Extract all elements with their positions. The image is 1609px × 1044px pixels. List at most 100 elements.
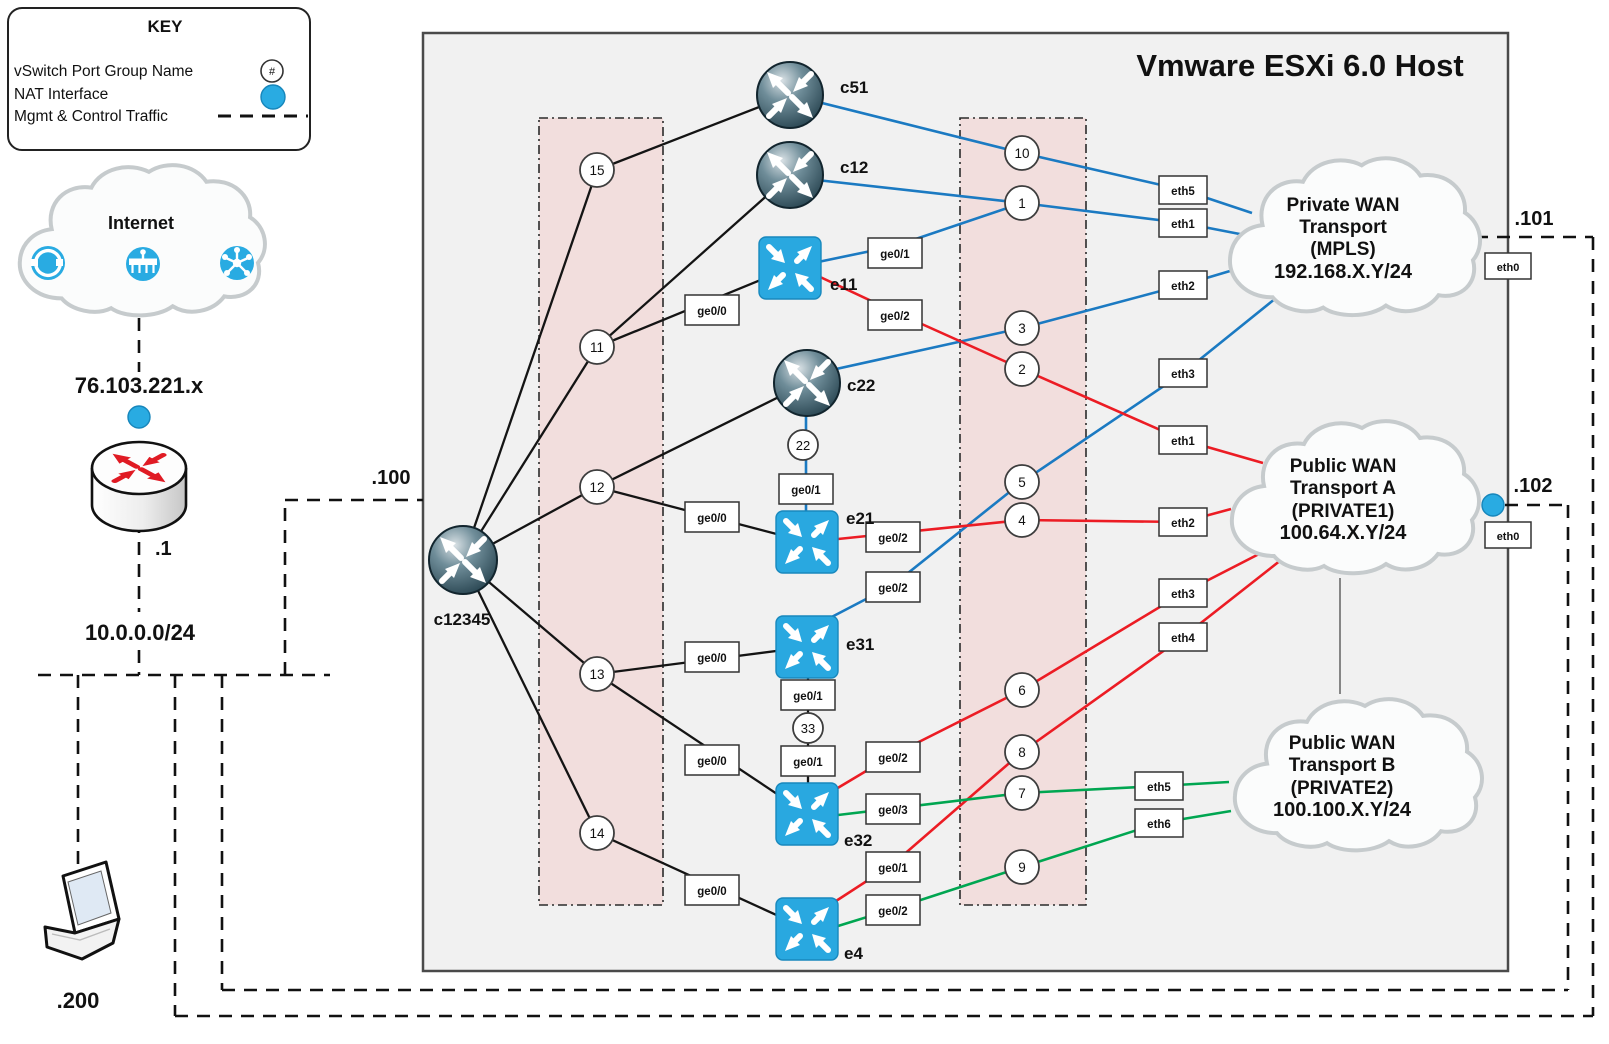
- mgmt-dashed-lines: [38, 235, 1595, 1018]
- link-pg13-e32: [596, 673, 808, 815]
- if-wanA-eth1: eth1: [1171, 436, 1195, 448]
- cloud2-line3: (PRIVATE1): [1292, 501, 1395, 522]
- if-wanA-eth2: eth2: [1171, 518, 1195, 530]
- cloud1-line1: Private WAN: [1287, 195, 1400, 216]
- if-e4-ge00: ge0/0: [697, 886, 726, 898]
- laptop-icon: [43, 860, 121, 961]
- link-pg11-c12: [596, 174, 791, 348]
- wan1-vmk-ip-label: .101: [1515, 208, 1554, 230]
- link-c12345-pg11: [462, 346, 598, 561]
- if-e32-ge02: ge0/2: [878, 753, 907, 765]
- link-pg12-c22: [596, 381, 808, 489]
- private-wan-text: Private WAN Transport (MPLS) 192.168.X.Y…: [1274, 195, 1413, 283]
- pg-1: 1: [1018, 196, 1026, 211]
- esxi-host-title: Vmware ESXi 6.0 Host: [1136, 48, 1463, 83]
- cloud3-line3: (PRIVATE2): [1291, 778, 1394, 799]
- cloud3-line1: Public WAN: [1289, 733, 1396, 754]
- label-e11: e11: [830, 275, 857, 294]
- pg-12: 12: [589, 480, 604, 495]
- nat-interface-icon-home: [127, 405, 151, 429]
- if-e32-ge03: ge0/3: [878, 805, 907, 817]
- link-e32-eth5b: [837, 780, 1230, 817]
- if-e31-ge00: ge0/0: [697, 653, 726, 665]
- key-box: [7, 7, 311, 151]
- if-e11-ge02: ge0/2: [880, 311, 909, 323]
- cloud3-line4: 100.100.X.Y/24: [1273, 799, 1412, 821]
- pg-22: 22: [796, 438, 810, 453]
- internet-sync-icon: [31, 246, 65, 280]
- eth-interface-boxes: eth5 eth1 eth2 eth3 eth1 eth2 eth3 eth4 …: [1134, 175, 1532, 838]
- if-mpls-eth1: eth1: [1171, 219, 1195, 231]
- internet-cloud: [17, 163, 267, 318]
- public-ip-label: 76.103.221.x: [75, 373, 204, 398]
- label-c22: c22: [847, 376, 875, 395]
- switch-e4-icon: [775, 897, 839, 961]
- pg-2: 2: [1018, 362, 1026, 377]
- label-e21: e21: [846, 509, 874, 528]
- label-e32: e32: [844, 831, 872, 850]
- router-c12-icon: [756, 141, 824, 209]
- internet-label: Internet: [108, 213, 174, 233]
- pg-4: 4: [1018, 513, 1026, 528]
- if-e31-ge01: ge0/1: [793, 691, 823, 703]
- cloud1-line4: 192.168.X.Y/24: [1274, 261, 1413, 283]
- if-mpls-eth5: eth5: [1171, 186, 1195, 198]
- pg-8: 8: [1018, 745, 1026, 760]
- link-c12345-pg14: [461, 559, 599, 834]
- vswitch-band-left: [538, 117, 664, 906]
- label-c12345: c12345: [434, 610, 491, 629]
- label-e31: e31: [846, 635, 874, 654]
- if-wanB-eth5: eth5: [1147, 782, 1171, 794]
- portgroup-hash: #: [269, 66, 276, 78]
- if-wan2-eth0: eth0: [1497, 531, 1520, 543]
- router-lan-ip-label: .1: [155, 538, 172, 560]
- key-item-nat: NAT Interface: [14, 86, 108, 103]
- key-item-portgroup: vSwitch Port Group Name: [14, 63, 193, 80]
- public-wan-a-text: Public WAN Transport A (PRIVATE1) 100.64…: [1280, 456, 1408, 544]
- if-wanA-eth3: eth3: [1171, 589, 1195, 601]
- if-wan1-eth0: eth0: [1497, 262, 1520, 274]
- if-mpls-eth2: eth2: [1171, 281, 1195, 293]
- if-e32-ge00: ge0/0: [697, 756, 726, 768]
- if-e11-ge00: ge0/0: [697, 306, 726, 318]
- pg-13: 13: [589, 667, 604, 682]
- pg-3: 3: [1018, 321, 1026, 336]
- mgmt-vmk-ip-label: .100: [372, 467, 411, 489]
- pg-10: 10: [1014, 146, 1029, 161]
- link-c12-eth1: [789, 175, 1251, 238]
- if-e4-ge01: ge0/1: [878, 863, 908, 875]
- cloud2-line4: 100.64.X.Y/24: [1280, 522, 1408, 544]
- ge-interface-boxes: ge0/0 ge0/1 ge0/2 ge0/0 ge0/1 ge0/2 ge0/…: [684, 237, 923, 926]
- if-e4-ge02: ge0/2: [878, 906, 907, 918]
- portgroup-symbol-icon: [260, 59, 284, 83]
- link-c51-eth5: [789, 93, 1253, 215]
- pg-14: 14: [589, 826, 605, 841]
- lan-subnet-label: 10.0.0.0/24: [85, 620, 196, 645]
- if-wanB-eth6: eth6: [1147, 819, 1171, 831]
- internet-network-icon: [220, 246, 254, 280]
- label-c12: c12: [840, 158, 868, 177]
- pg-9: 9: [1018, 860, 1026, 875]
- router-c12345-icon: [428, 525, 498, 595]
- link-pg15-c51: [596, 93, 791, 172]
- cloud2-line2: Transport A: [1290, 478, 1396, 499]
- if-e21-ge01: ge0/1: [791, 485, 821, 497]
- switch-e32-icon: [775, 782, 839, 846]
- label-c51: c51: [840, 78, 868, 97]
- pg-11: 11: [590, 340, 604, 355]
- if-e21-ge02: ge0/2: [878, 533, 907, 545]
- label-e4: e4: [844, 944, 863, 963]
- switch-e31-icon: [775, 615, 839, 679]
- switch-e11-icon: [758, 236, 822, 300]
- wan2-vmk-ip-label: .102: [1514, 475, 1553, 497]
- black-links: [461, 93, 810, 931]
- pg-5: 5: [1018, 475, 1026, 490]
- if-e32-ge01: ge0/1: [793, 757, 823, 769]
- router-c22-icon: [773, 349, 841, 417]
- home-router-icon: [90, 440, 188, 533]
- pg-33: 33: [801, 721, 815, 736]
- port-group-circles: 15 11 12 13 14 10 1 3 2 5 4 6 8 7 9 22 3…: [579, 135, 1040, 885]
- public-wan-b-text: Public WAN Transport B (PRIVATE2) 100.10…: [1273, 733, 1412, 821]
- laptop-ip-label: .200: [57, 988, 100, 1013]
